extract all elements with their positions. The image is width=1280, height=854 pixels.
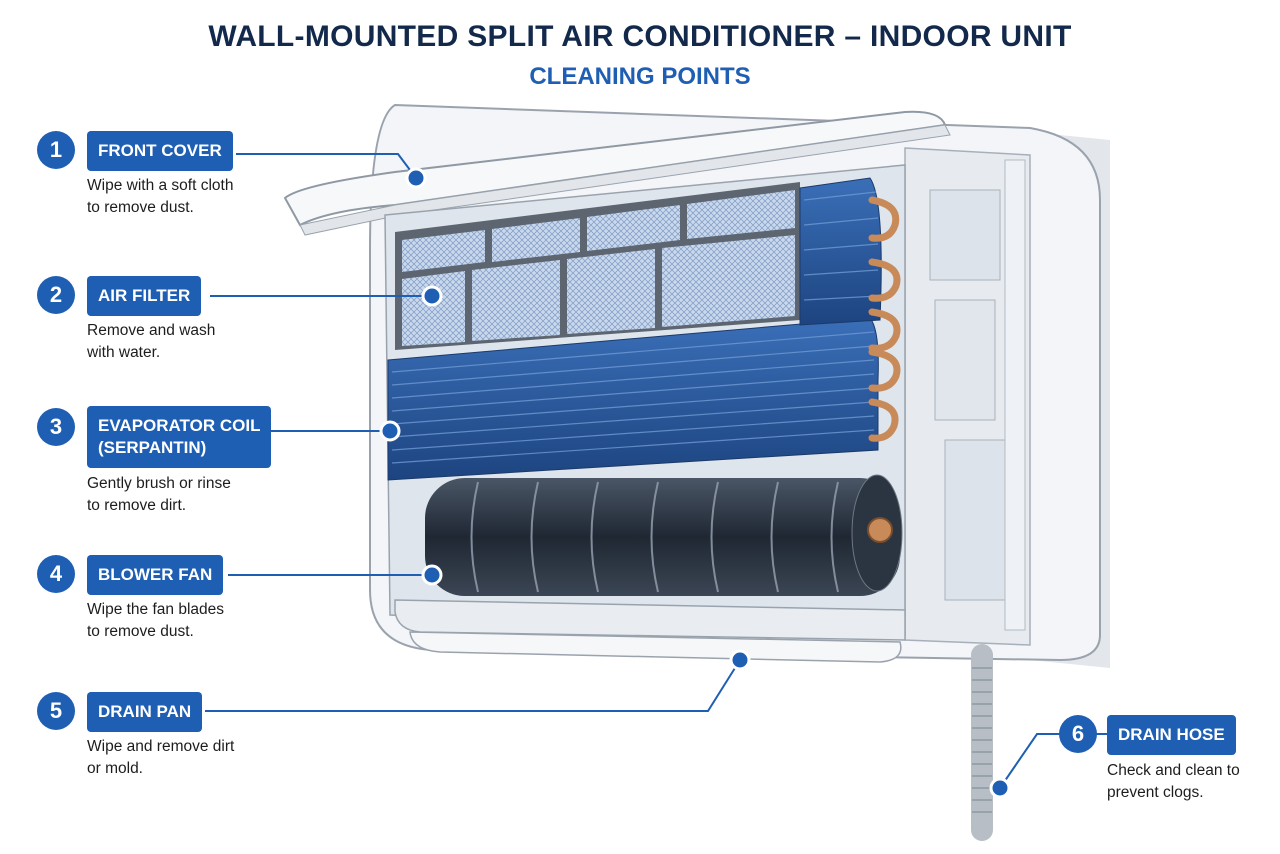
- air-filter: [395, 182, 800, 350]
- side-compartment: [1004, 159, 1026, 631]
- callout-label-line: (SERPANTIN): [98, 438, 207, 457]
- bottom-louver: [409, 631, 902, 663]
- callout-number-badge: 6: [1059, 715, 1097, 753]
- blower-fan: [425, 474, 903, 596]
- callout-number-badge: 4: [37, 555, 75, 593]
- callout-number-badge: 1: [37, 131, 75, 169]
- target-dots: [379, 167, 1011, 799]
- callout-description-line: Check and clean to: [1107, 762, 1240, 779]
- page-subtitle: CLEANING POINTS: [529, 63, 751, 90]
- copper-pipes: [868, 196, 901, 442]
- side-compartment: [934, 299, 996, 421]
- callout-description-line: with water.: [87, 344, 161, 361]
- callout-description-line: to remove dirt.: [87, 497, 187, 514]
- leader-lines: [205, 153, 1108, 789]
- side-compartment: [944, 439, 1016, 601]
- callout-description-line: Gently brush or rinse: [87, 475, 231, 492]
- callout-description-line: Wipe and remove dirt: [87, 738, 235, 755]
- callout-description-line: Wipe the fan blades: [87, 601, 225, 618]
- callout-description-line: or mold.: [87, 760, 143, 777]
- callout-label: BLOWER FAN: [87, 555, 224, 595]
- callout-number-badge: 3: [37, 408, 75, 446]
- callout-label: FRONT COVER: [87, 131, 233, 171]
- callout-description-line: Remove and wash: [87, 322, 216, 339]
- callout-description-line: prevent clogs.: [1107, 784, 1204, 801]
- callout-number-badge: 5: [37, 692, 75, 730]
- callout-number-badge: 2: [37, 276, 75, 314]
- callout-label-line: EVAPORATOR COIL: [98, 416, 261, 435]
- callout-label: AIR FILTER: [87, 276, 202, 316]
- side-compartment: [929, 189, 1001, 281]
- drain-hose: [971, 644, 993, 841]
- callout-description-line: to remove dust.: [87, 623, 194, 640]
- callout-label: DRAIN HOSE: [1107, 715, 1236, 755]
- evaporator-coil: [387, 177, 882, 481]
- callout-description-line: to remove dust.: [87, 199, 194, 216]
- callout-label: EVAPORATOR COIL (SERPANTIN): [87, 406, 272, 468]
- callout-description-line: Wipe with a soft cloth: [87, 177, 234, 194]
- drain-pan: [394, 599, 906, 641]
- callout-label: DRAIN PAN: [87, 692, 203, 732]
- page-title: WALL-MOUNTED SPLIT AIR CONDITIONER – IND…: [208, 20, 1072, 53]
- front-cover-edge: [299, 124, 951, 236]
